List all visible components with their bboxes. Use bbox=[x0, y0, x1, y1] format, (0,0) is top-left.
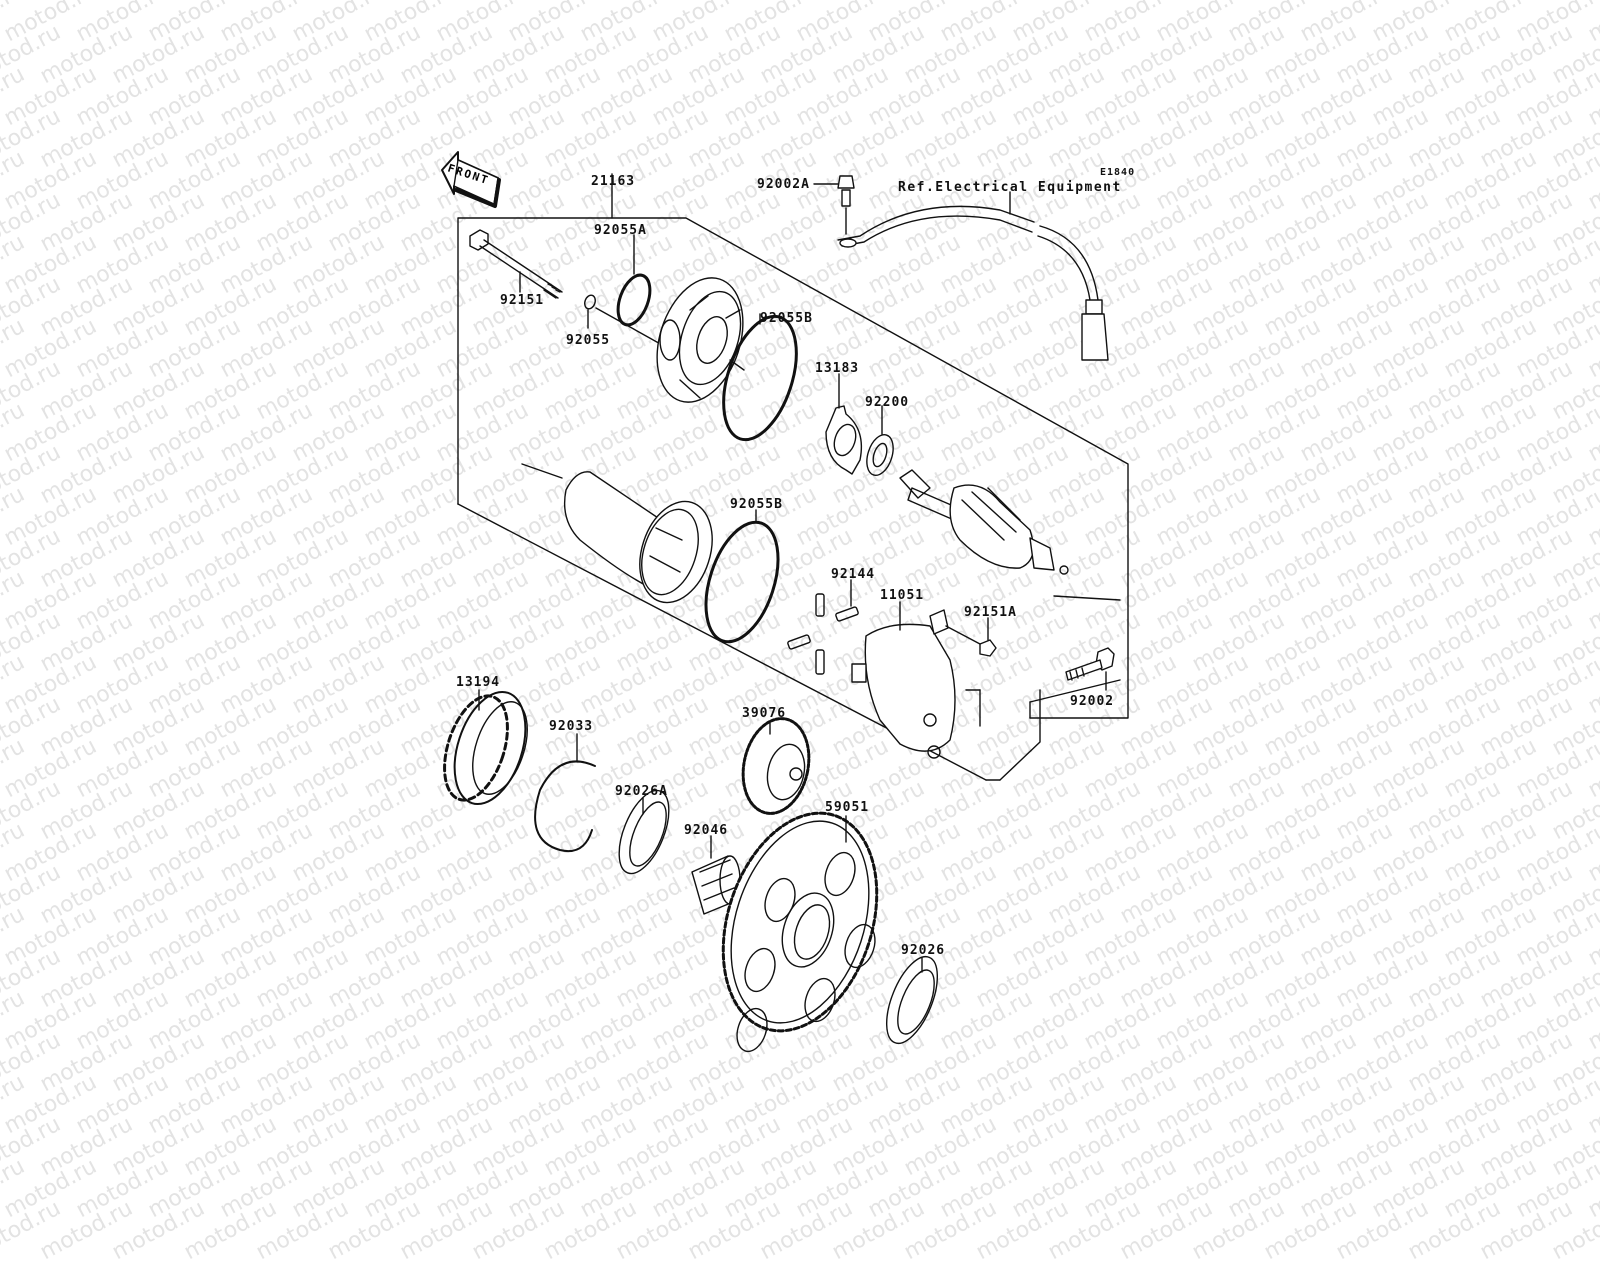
watermark-text: motod.ru bbox=[756, 1195, 857, 1265]
watermark-text: motod.ru bbox=[468, 1195, 569, 1265]
part-label-92026[interactable]: 92026 bbox=[901, 943, 946, 958]
part-label-39076[interactable]: 39076 bbox=[742, 706, 787, 721]
brush-springs-92144 bbox=[787, 579, 859, 675]
reference-note: Ref.Electrical Equipment bbox=[898, 180, 1122, 195]
part-label-92055B-lower[interactable]: 92055B bbox=[730, 497, 783, 512]
washer-92026A bbox=[618, 789, 670, 875]
watermark-text: motod.ru bbox=[1476, 1195, 1577, 1265]
watermark-text: motod.ru bbox=[1188, 1195, 1289, 1265]
part-label-92033[interactable]: 92033 bbox=[549, 719, 594, 734]
watermark-text: motod.ru bbox=[36, 1195, 137, 1265]
part-label-92002A[interactable]: 92002A bbox=[757, 177, 810, 192]
o-ring-92055B-upper bbox=[722, 314, 798, 442]
watermark-text: motod.ru bbox=[972, 1195, 1073, 1265]
lock-plate-13183 bbox=[825, 373, 863, 475]
watermark-text: motod.ru bbox=[684, 1195, 785, 1265]
starter-gear-59051 bbox=[721, 811, 879, 1053]
part-label-13183[interactable]: 13183 bbox=[815, 361, 860, 376]
watermark-text: motod.ru bbox=[252, 1195, 353, 1265]
watermark-text: motod.ru bbox=[0, 1195, 65, 1265]
watermark-text: motod.ru bbox=[540, 1195, 641, 1265]
part-label-92144[interactable]: 92144 bbox=[831, 567, 876, 582]
part-label-92055B-upper[interactable]: 92055B bbox=[760, 311, 813, 326]
yoke bbox=[521, 463, 1121, 604]
watermark-text: motod.ru bbox=[180, 1195, 281, 1265]
watermark-text: motod.ru bbox=[1260, 1195, 1361, 1265]
o-ring-92055B-lower bbox=[704, 520, 780, 644]
part-label-92055A[interactable]: 92055A bbox=[594, 223, 647, 238]
watermark-text: motod.ru bbox=[1332, 1195, 1433, 1265]
washer-92200 bbox=[866, 405, 894, 477]
part-label-21163[interactable]: 21163 bbox=[591, 174, 636, 189]
watermark-text: motod.ru bbox=[1116, 1195, 1217, 1265]
watermark-text: motod.ru bbox=[1548, 1195, 1600, 1265]
watermark-text: motod.ru bbox=[396, 1195, 497, 1265]
watermark-text: motod.ru bbox=[1044, 1195, 1145, 1265]
bolt-92002 bbox=[1065, 647, 1115, 691]
front-cover bbox=[656, 277, 745, 403]
part-label-59051[interactable]: 59051 bbox=[825, 800, 870, 815]
end-cover-11051 bbox=[851, 601, 981, 759]
one-way-clutch-13194 bbox=[443, 689, 528, 806]
armature bbox=[899, 469, 1069, 575]
part-label-92151A[interactable]: 92151A bbox=[964, 605, 1017, 620]
watermark-text: motod.ru bbox=[1404, 1195, 1505, 1265]
diagram-code: E1840 bbox=[1100, 167, 1136, 178]
idle-gear-39076 bbox=[741, 717, 811, 815]
watermark-text: motod.ru bbox=[324, 1195, 425, 1265]
washer-92026 bbox=[885, 955, 939, 1045]
part-label-92200[interactable]: 92200 bbox=[865, 395, 910, 410]
part-label-92046[interactable]: 92046 bbox=[684, 823, 729, 838]
nut-92151A bbox=[979, 617, 997, 657]
o-ring-92055 bbox=[584, 294, 596, 310]
watermark-text: motod.ru bbox=[612, 1195, 713, 1265]
part-label-92055[interactable]: 92055 bbox=[566, 333, 611, 348]
exploded-parts-diagram bbox=[441, 151, 1129, 1053]
cable-and-bolt-92002A bbox=[813, 175, 1109, 361]
part-label-92002[interactable]: 92002 bbox=[1070, 694, 1115, 709]
watermark-text: motod.ru bbox=[900, 1195, 1001, 1265]
through-bolt-92151 bbox=[469, 229, 563, 299]
part-label-92026A[interactable]: 92026A bbox=[615, 784, 668, 799]
part-label-13194[interactable]: 13194 bbox=[456, 675, 501, 690]
front-arrow-icon bbox=[441, 151, 501, 208]
part-label-92151[interactable]: 92151 bbox=[500, 293, 545, 308]
part-label-11051[interactable]: 11051 bbox=[880, 588, 925, 603]
watermark-text: motod.ru bbox=[828, 1195, 929, 1265]
circlip-92033 bbox=[534, 760, 596, 852]
watermark-text: motod.ru bbox=[108, 1195, 209, 1265]
